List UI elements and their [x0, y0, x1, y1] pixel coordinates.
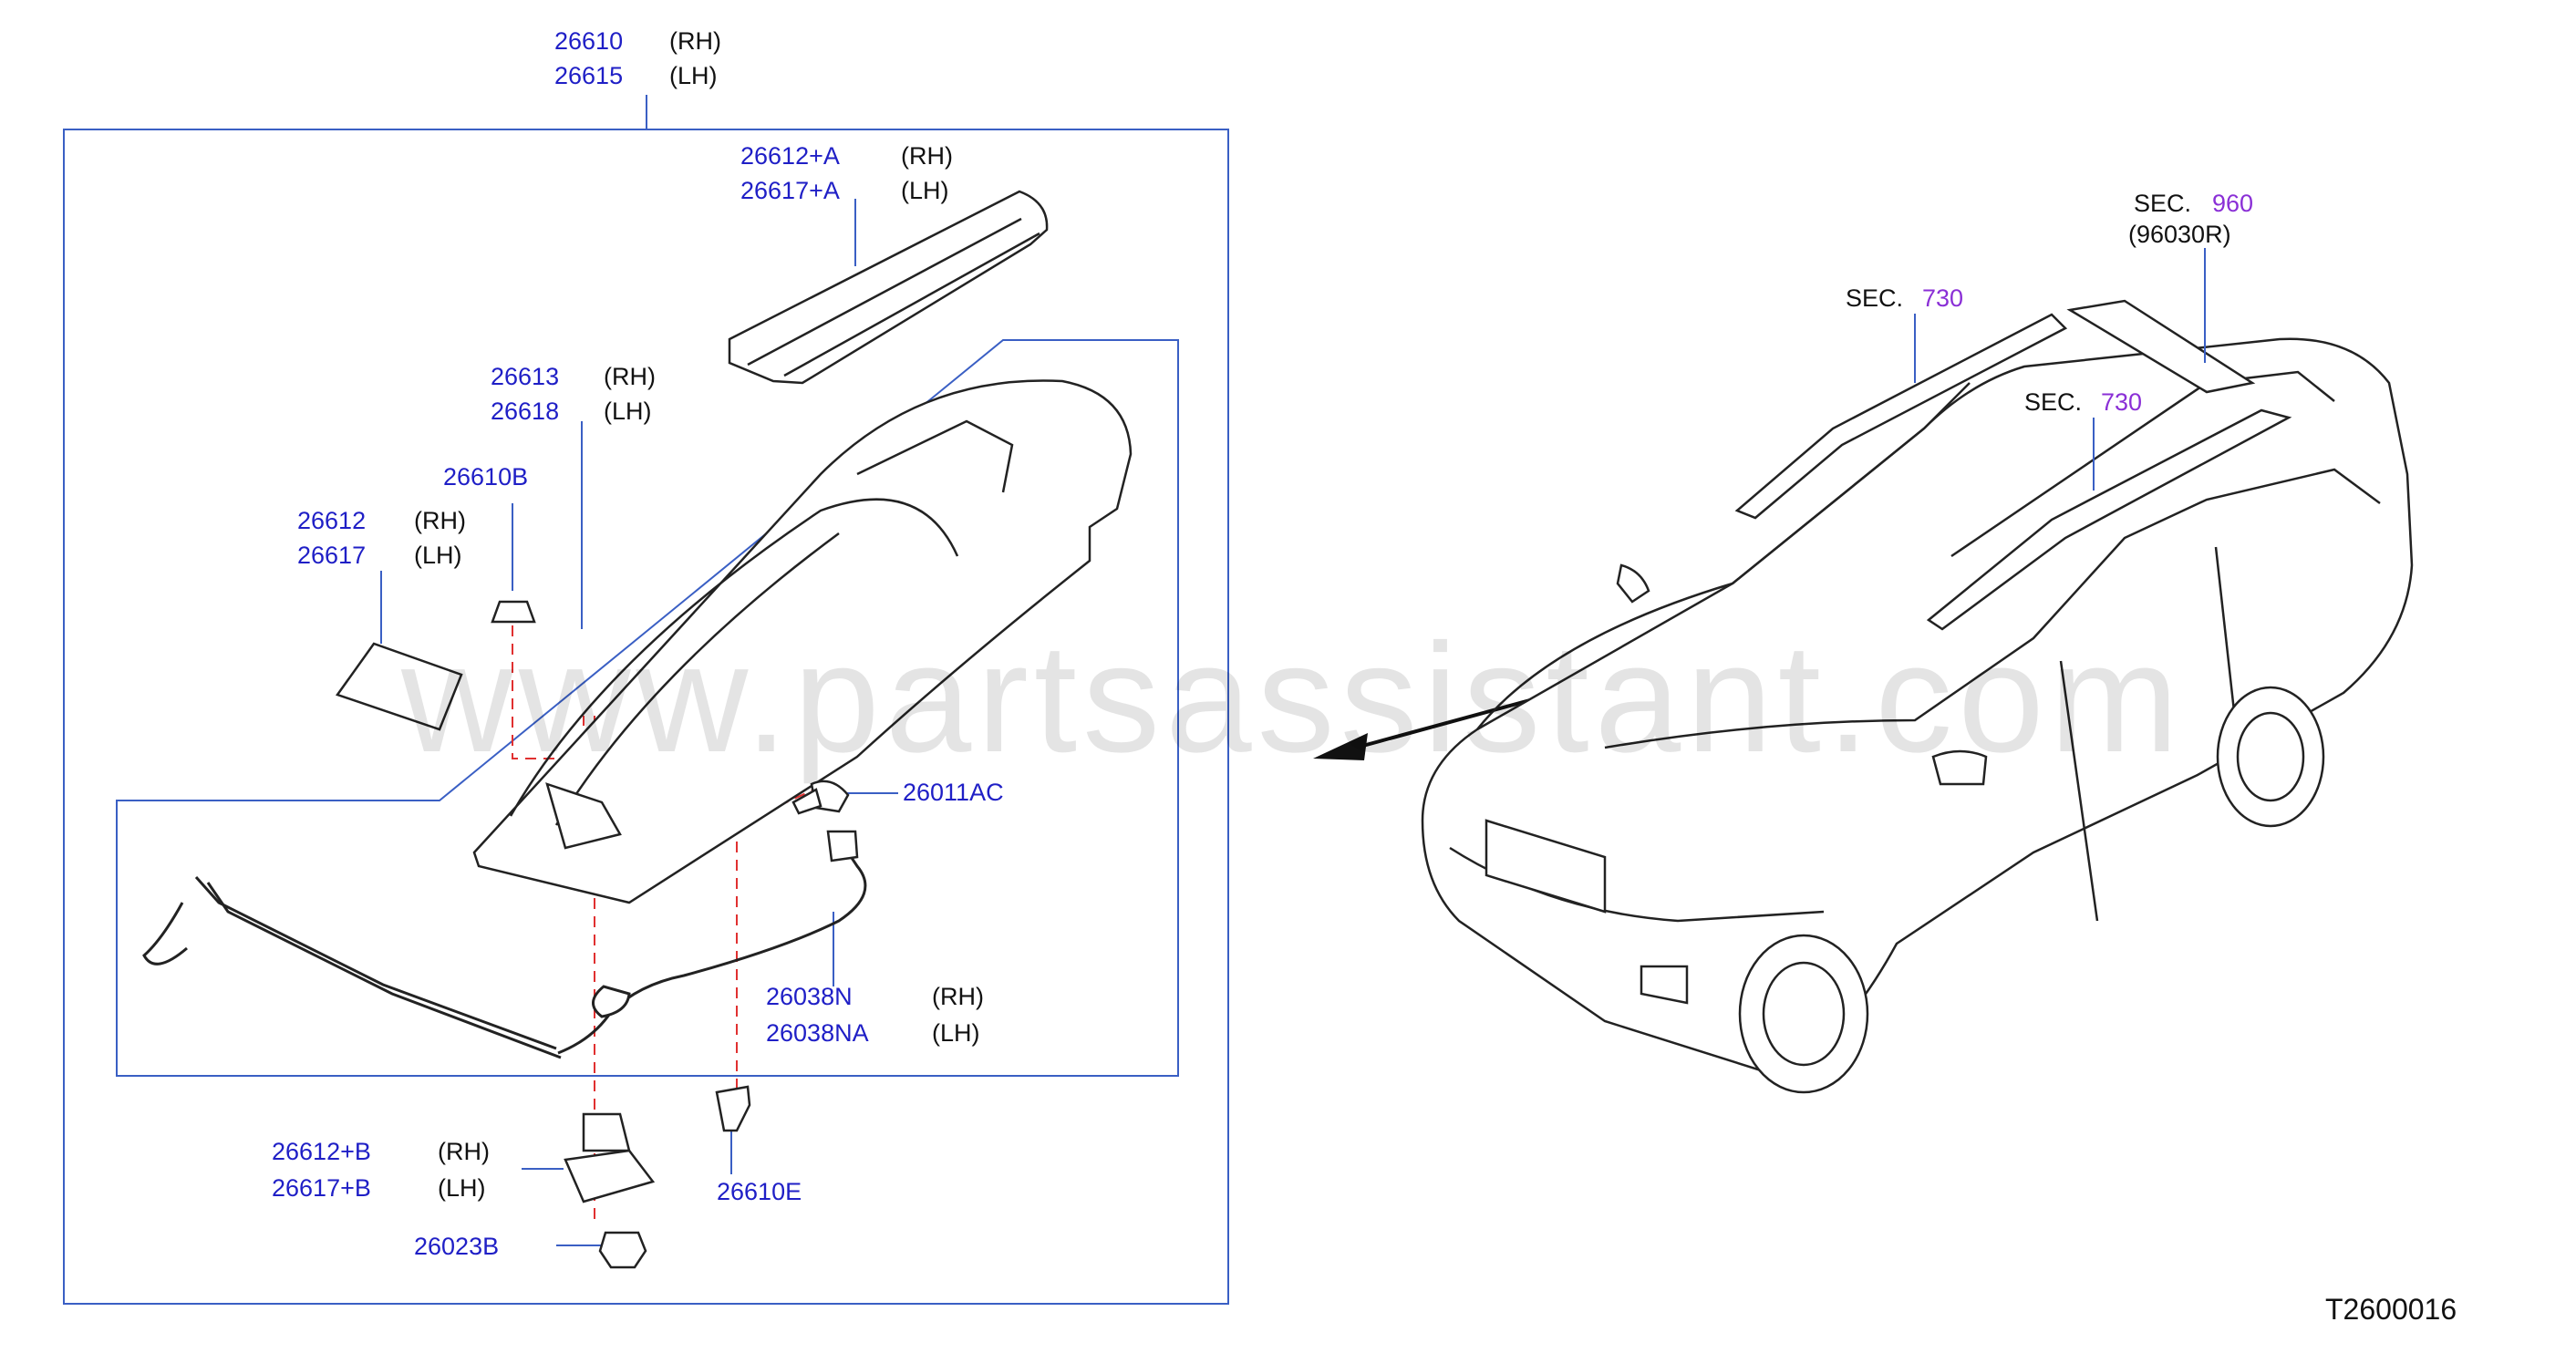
roof-rail-front: [1734, 313, 2068, 520]
cover-a-rh-part-number[interactable]: 26612+A: [740, 142, 840, 170]
lamp-b-lh-label: (LH): [438, 1174, 486, 1202]
roof-rail-rear: [1926, 408, 2292, 631]
location-arrow-head: [1313, 733, 1368, 760]
cover-a-rh-label: (RH): [901, 142, 953, 170]
watermark: www.partsassistant.com: [401, 612, 2185, 785]
lens-rh-part-number[interactable]: 26612: [297, 507, 367, 534]
assembly-rh-part-number[interactable]: 26610: [554, 27, 624, 55]
vehicle-front-wheel: [1738, 934, 1869, 1094]
assembly-lh-label: (LH): [669, 62, 718, 89]
lens-part: [336, 642, 463, 731]
lamp-b-rh-part-number[interactable]: 26612+B: [272, 1138, 371, 1165]
housing-lh-label: (LH): [604, 398, 652, 425]
sec-960-prefix: SEC.: [2134, 190, 2192, 217]
sec-960-link[interactable]: 960: [2212, 190, 2254, 217]
lamp-b-rh-label: (RH): [438, 1138, 490, 1165]
clip-e-part: [715, 1085, 751, 1132]
clip-b-part-number[interactable]: 26610B: [443, 463, 529, 491]
sec-730-front-prefix: SEC.: [1846, 284, 1904, 312]
cover-a-lh-label: (LH): [901, 177, 949, 204]
harness-lh-part-number[interactable]: 26038NA: [766, 1019, 869, 1047]
lamp-b-lh-part-number[interactable]: 26617+B: [272, 1174, 371, 1202]
lens-lh-label: (LH): [414, 542, 462, 569]
housing-part: [472, 379, 1133, 904]
housing-lh-part-number[interactable]: 26618: [491, 398, 560, 425]
lens-lh-part-number[interactable]: 26617: [297, 542, 367, 569]
sec-960-sub-part: (96030R): [2128, 221, 2231, 248]
vehicle-mirror: [1616, 563, 1988, 786]
assembly-lh-part-number[interactable]: 26615: [554, 62, 624, 89]
cover-a-lh-part-number[interactable]: 26617+A: [740, 177, 840, 204]
vehicle-rear-wheel: [2216, 686, 2325, 828]
sec-730-rear-link[interactable]: 730: [2101, 388, 2143, 416]
lens-rh-label: (RH): [414, 507, 466, 534]
bulb-b-part-number[interactable]: 26023B: [414, 1233, 500, 1260]
diagram-code: T2600016: [2325, 1293, 2457, 1326]
sec-730-rear-prefix: SEC.: [2024, 388, 2083, 416]
housing-rh-label: (RH): [604, 363, 656, 390]
cover-a-part: [728, 190, 1049, 385]
harness-rh-part-number[interactable]: 26038N: [766, 983, 853, 1010]
harness-rh-label: (RH): [932, 983, 984, 1010]
clip-b-part: [491, 600, 536, 624]
assembly-rh-label: (RH): [669, 27, 721, 55]
harness-part: [142, 838, 867, 1059]
clip-e-part-number[interactable]: 26610E: [717, 1178, 802, 1205]
bulb-b-part: [598, 1231, 647, 1269]
bulb-part-number[interactable]: 26011AC: [903, 779, 1004, 806]
harness-lh-label: (LH): [932, 1019, 980, 1047]
lamp-b-part: [564, 1112, 656, 1203]
sec-730-front-link[interactable]: 730: [1922, 284, 1964, 312]
roof-rack: [2066, 299, 2256, 394]
housing-group-frame: [116, 339, 1179, 1077]
bulb-part: [791, 780, 850, 815]
housing-rh-part-number[interactable]: 26613: [491, 363, 560, 390]
harness-connector: [826, 830, 859, 862]
